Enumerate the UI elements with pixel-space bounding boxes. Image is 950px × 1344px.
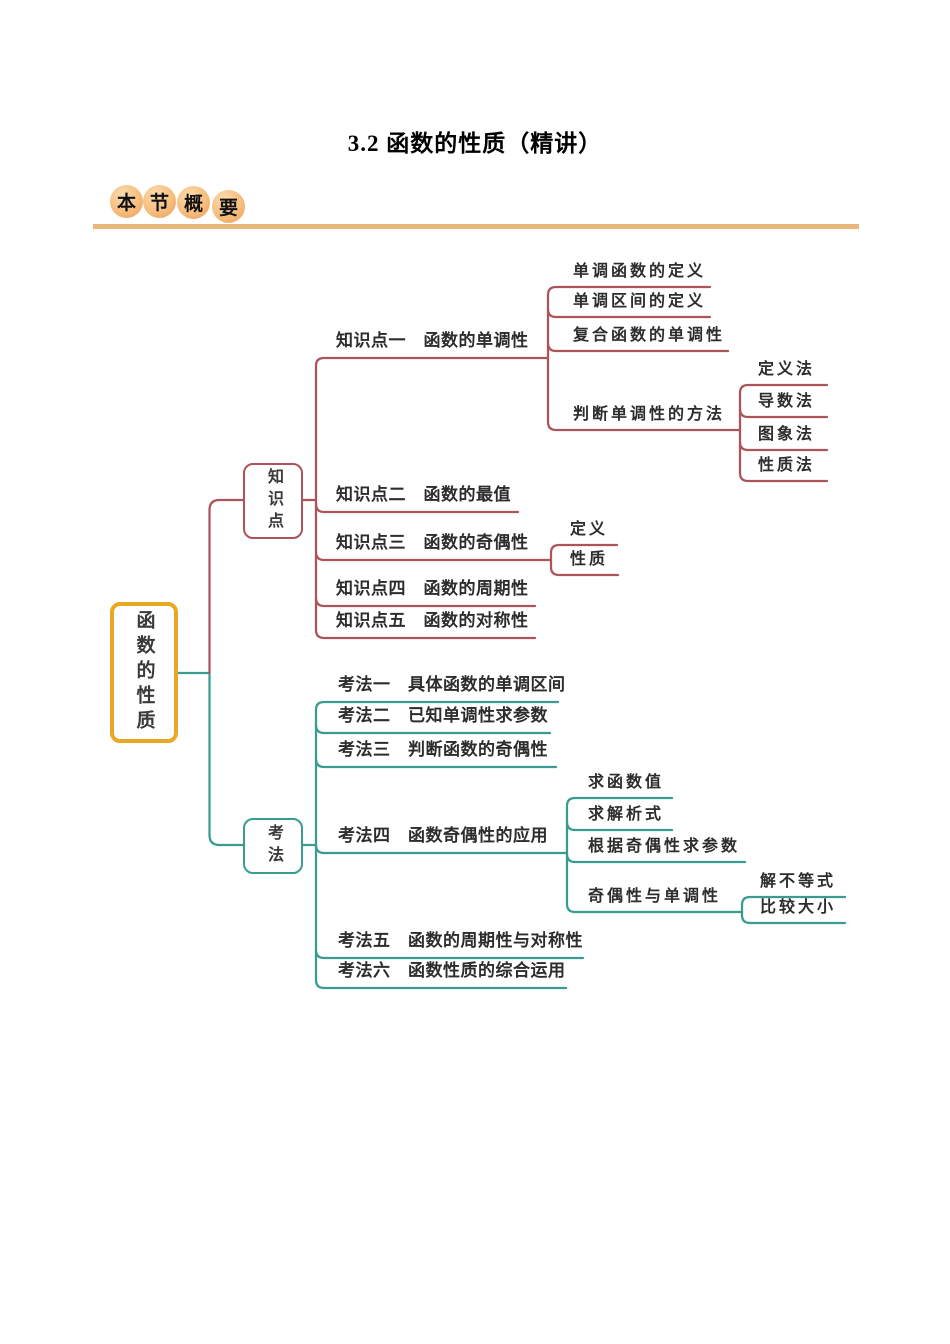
leaf-find-expression: 求解析式: [588, 806, 665, 823]
banner-rule: [93, 224, 859, 229]
leaf-method-definition: 定义法: [758, 361, 816, 378]
leaf-compare-size: 比较大小: [760, 899, 837, 916]
topic-kp2: 知识点二 函数的最值: [336, 485, 511, 504]
root-node-label: 函数的性质: [133, 610, 155, 735]
leaf-find-value: 求函数值: [588, 774, 665, 791]
knowledge-points-label: 知识点: [265, 468, 282, 534]
banner-badge: 节: [143, 185, 176, 218]
topic-kf6: 考法六 函数性质的综合运用: [338, 961, 566, 980]
topic-kf4: 考法四 函数奇偶性的应用: [338, 826, 548, 845]
leaf-monotone-def: 单调函数的定义: [573, 263, 707, 280]
leaf-method-derivative: 导数法: [758, 393, 816, 410]
topic-kf1: 考法一 具体函数的单调区间: [338, 675, 566, 694]
leaf-solve-inequality: 解不等式: [760, 873, 837, 890]
leaf-method-graph: 图象法: [758, 426, 816, 443]
connector-root-to-kaofa: [175, 671, 245, 847]
leaf-parity-definition: 定义: [570, 521, 609, 538]
leaf-method-property: 性质法: [758, 457, 816, 474]
exam-methods-node: 考法: [243, 818, 303, 874]
topic-kp3: 知识点三 函数的奇偶性: [336, 533, 529, 552]
topic-kp5: 知识点五 函数的对称性: [336, 611, 529, 630]
connector-root-to-zhishidian: [208, 498, 245, 675]
root-node: 函数的性质: [110, 602, 178, 743]
leaf-parity-property: 性质: [570, 551, 609, 568]
topic-kf2: 考法二 已知单调性求参数: [338, 706, 548, 725]
topic-kp1: 知识点一 函数的单调性: [336, 331, 529, 350]
banner-badge: 概: [177, 186, 210, 219]
leaf-composite-monotonicity: 复合函数的单调性: [573, 327, 726, 344]
leaf-parity-parameter: 根据奇偶性求参数: [588, 838, 741, 855]
topic-kf3: 考法三 判断函数的奇偶性: [338, 740, 548, 759]
banner-badge: 本: [110, 185, 143, 218]
banner-badge: 要: [212, 190, 245, 223]
topic-kf5: 考法五 函数的周期性与对称性: [338, 931, 583, 950]
leaf-parity-monotonicity: 奇偶性与单调性: [588, 888, 722, 905]
knowledge-points-node: 知识点: [243, 463, 303, 539]
topic-kp4: 知识点四 函数的周期性: [336, 579, 529, 598]
leaf-interval-def: 单调区间的定义: [573, 293, 707, 310]
leaf-judge-methods: 判断单调性的方法: [573, 406, 726, 423]
exam-methods-label: 考法: [265, 824, 282, 868]
page-title: 3.2 函数的性质（精讲）: [347, 131, 603, 156]
